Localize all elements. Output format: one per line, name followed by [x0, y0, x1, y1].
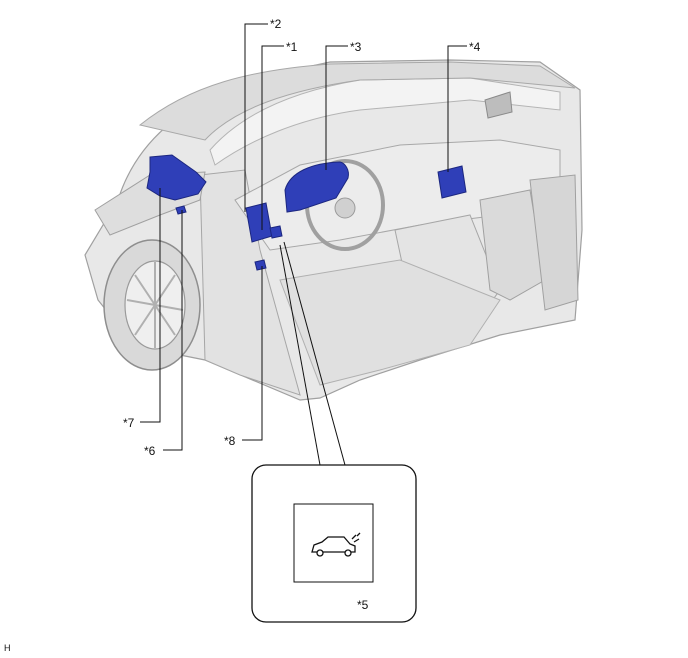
magnifier-line-left: [279, 244, 321, 466]
car-side-icon: [311, 532, 361, 557]
detail-inset: [251, 464, 417, 623]
leader-6: [163, 210, 183, 451]
callout-labels: *2 *1 *3 *4 *7 *6 *8 *5: [123, 17, 481, 612]
component-3: [284, 161, 349, 213]
component-7: [146, 154, 207, 201]
callout-4: *4: [469, 40, 481, 54]
component-4: [437, 165, 467, 199]
magnifier-line-right: [283, 241, 346, 466]
callout-7: *7: [123, 416, 135, 430]
callout-6: *6: [144, 444, 156, 458]
roof-panel: [138, 61, 576, 141]
rear-view-mirror: [484, 91, 513, 119]
floor-pan: [279, 259, 501, 386]
callout-2: *2: [270, 17, 282, 31]
component-6: [175, 205, 187, 215]
callout-5: *5: [357, 598, 369, 612]
corner-tag: H: [4, 643, 11, 653]
leader-4: [447, 45, 467, 172]
leader-7: [140, 188, 161, 423]
leader-3: [325, 45, 348, 170]
rear-seat: [529, 174, 579, 311]
component-1: [269, 225, 283, 239]
leader-8: [242, 266, 263, 441]
callout-8: *8: [224, 434, 236, 448]
callout-1: *1: [286, 40, 298, 54]
front-seat: [479, 189, 546, 301]
highlighted-components: [146, 154, 467, 271]
wheel-spokes: [126, 262, 184, 348]
windshield: [209, 77, 561, 166]
leader-1: [261, 45, 284, 230]
leader-2: [244, 23, 268, 212]
leader-lines: [140, 23, 467, 605]
inset-switch-panel: [293, 503, 374, 583]
callout-3: *3: [350, 40, 362, 54]
steering-hub: [334, 197, 356, 219]
component-8: [254, 259, 267, 271]
